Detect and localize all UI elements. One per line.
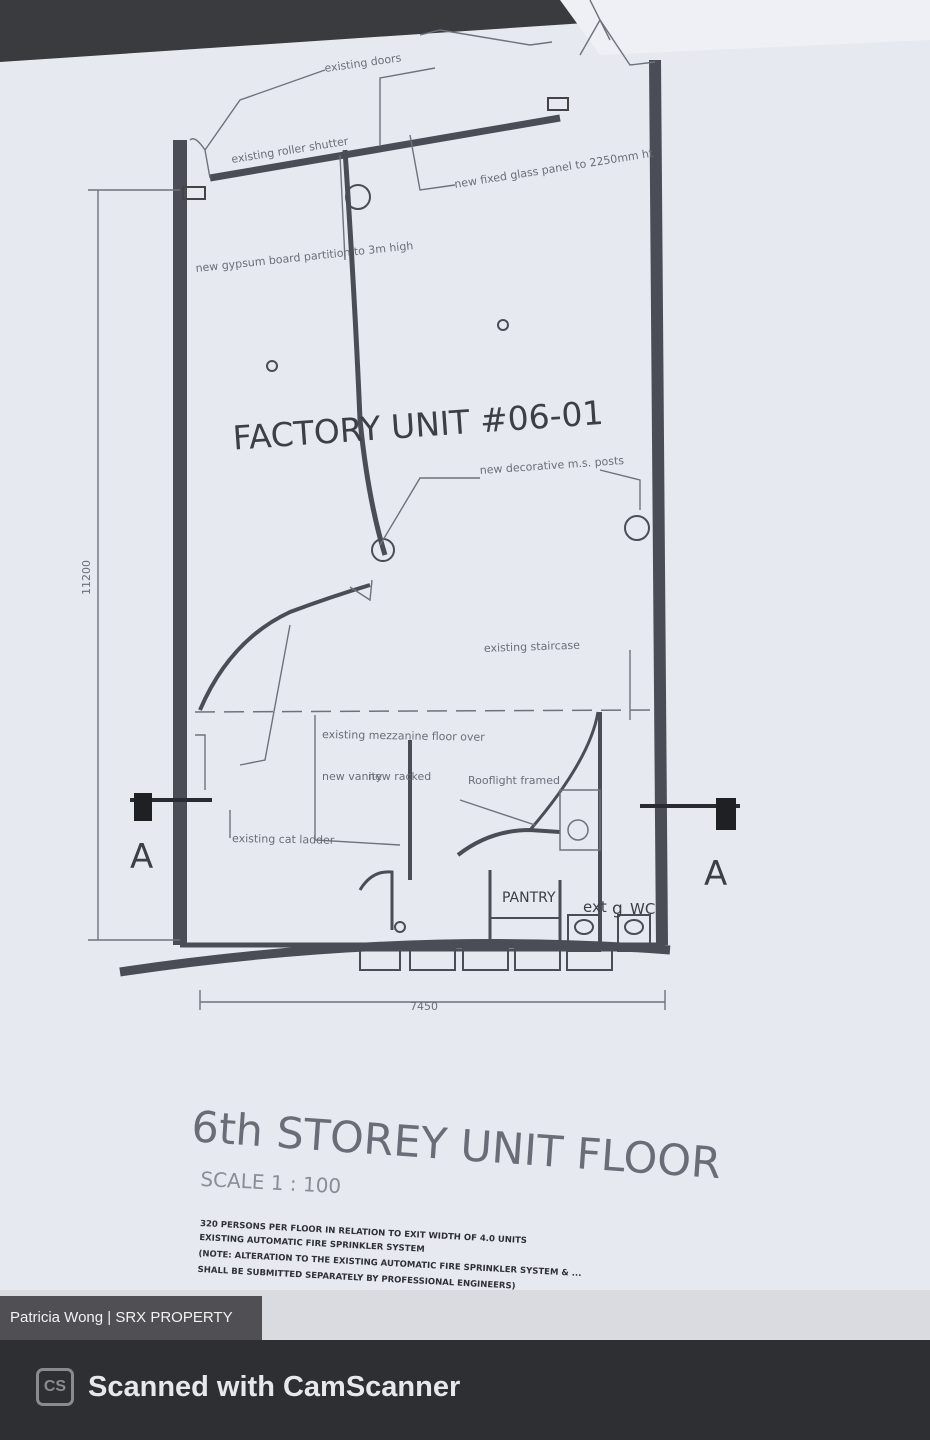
section-label-left: A — [130, 837, 153, 877]
room-g: g — [612, 899, 623, 919]
label-staircase: existing staircase — [484, 639, 581, 655]
sprinkler-dot — [394, 921, 406, 933]
scanner-text: Scanned with CamScanner — [88, 1370, 461, 1403]
post-marker — [624, 515, 650, 541]
post-marker — [345, 184, 371, 210]
lower-rooms — [194, 579, 655, 971]
section-markers — [130, 793, 740, 830]
label-mezzanine: existing mezzanine floor over — [322, 728, 485, 744]
sprinkler-dot — [266, 360, 278, 372]
label-skylight: Rooflight framed — [468, 774, 560, 787]
credit-banner: Patricia Wong | SRX PROPERTY — [0, 1296, 262, 1340]
leader-lines — [204, 29, 641, 838]
label-racked: new racked — [368, 770, 431, 783]
section-label-right: A — [704, 854, 727, 894]
outer-walls — [119, 0, 671, 977]
label-vanity: new vanity — [322, 770, 383, 783]
room-wc: WC — [630, 900, 655, 918]
camscanner-logo-icon: CS — [36, 1368, 74, 1406]
dim-width: 7450 — [410, 1000, 438, 1013]
room-pantry: PANTRY — [502, 890, 556, 906]
curved-partition — [342, 149, 388, 556]
dim-height: 11200 — [80, 560, 93, 595]
sprinkler-dot — [497, 319, 509, 331]
dimension-lines — [88, 189, 666, 1010]
label-cat-ladder: existing cat ladder — [232, 832, 335, 847]
room-ext: ext — [583, 898, 607, 916]
scanner-watermark: CS Scanned with CamScanner — [36, 1364, 460, 1410]
